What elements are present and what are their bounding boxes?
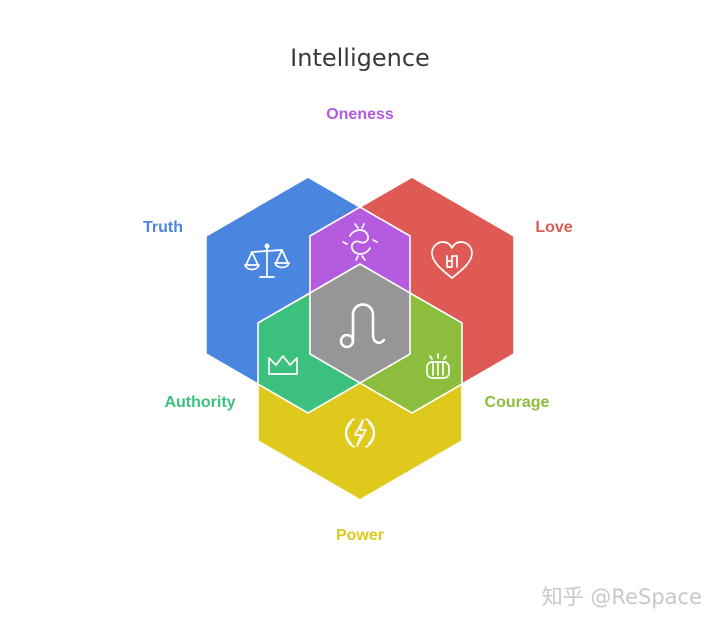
label-courage: Courage: [485, 394, 550, 411]
diagram-title: Intelligence: [290, 44, 430, 72]
label-love: Love: [535, 219, 572, 236]
balance-scale-icon: [244, 243, 290, 278]
label-truth: Truth: [143, 219, 183, 236]
oneness-region: [309, 206, 410, 295]
region-borders: [205, 176, 515, 501]
crown-icon: [268, 355, 298, 375]
label-power: Power: [336, 527, 384, 544]
leo-symbol-icon: [339, 303, 386, 349]
center-region: [309, 264, 411, 383]
lightning-icon: [344, 418, 376, 448]
heart-icon: [431, 241, 473, 279]
fist-icon: [426, 353, 450, 379]
label-authority: Authority: [164, 394, 235, 411]
label-oneness: Oneness: [326, 106, 394, 123]
watermark: 知乎 @ReSpace: [542, 585, 702, 609]
swirl-icon: [342, 223, 378, 261]
